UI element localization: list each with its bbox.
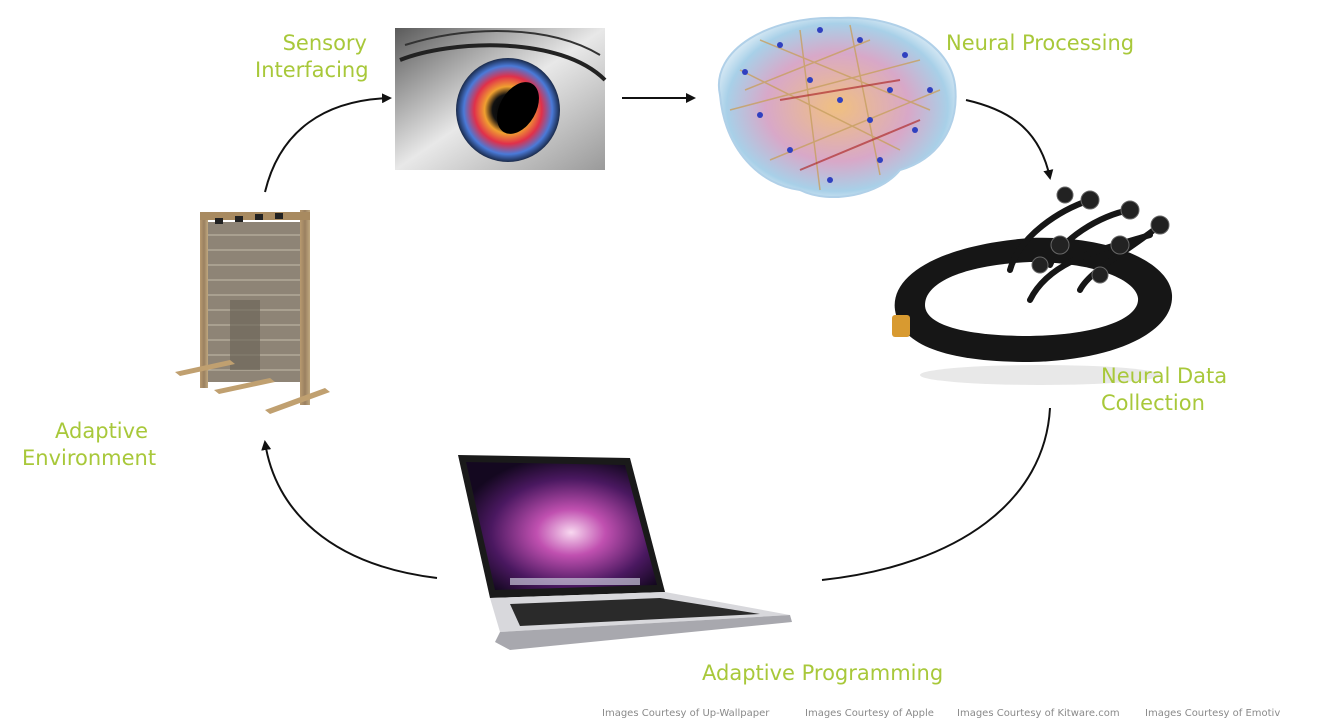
label-neural-data-collection: Neural Data Collection [1101, 364, 1228, 415]
arrow-laptop-to-environment [261, 440, 438, 579]
eeg-headset-image [892, 186, 1173, 385]
credit-emotiv: Images Courtesy of Emotiv [1145, 708, 1281, 719]
arrow-headset-to-laptop [821, 407, 1051, 581]
brain-network-image [717, 16, 957, 198]
arrow-processing-to-headset [965, 99, 1054, 180]
label-adaptive-programming: Adaptive Programming [702, 661, 944, 685]
label-neural-processing: Neural Processing [946, 31, 1135, 55]
arrow-environment-to-sensory [264, 93, 392, 193]
credit-apple: Images Courtesy of Apple [805, 708, 934, 719]
label-adaptive-environment: Adaptive Environment [22, 419, 157, 470]
eye-image [395, 28, 607, 170]
kinetic-wall-image [175, 210, 330, 414]
laptop-image [458, 455, 792, 650]
credit-up-wallpaper: Images Courtesy of Up-Wallpaper [602, 708, 770, 719]
credit-kitware: Images Courtesy of Kitware.com [957, 708, 1120, 719]
label-sensory-interfacing: Sensory Interfacing [255, 31, 369, 82]
